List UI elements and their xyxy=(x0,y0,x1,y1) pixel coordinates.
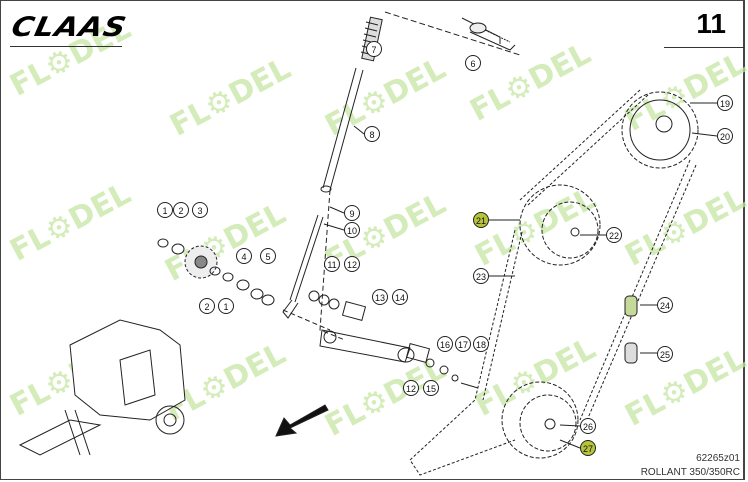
baler-thumbnail xyxy=(18,319,186,456)
part-callout-20[interactable]: 20 xyxy=(717,128,733,144)
part-callout-13[interactable]: 13 xyxy=(372,289,388,305)
part-callout-1[interactable]: 1 xyxy=(218,298,234,314)
part-callout-7[interactable]: 7 xyxy=(366,41,382,57)
part-callout-26[interactable]: 26 xyxy=(580,418,596,434)
model-label: ROLLANT 350/350RC xyxy=(640,467,740,478)
part-callout-21[interactable]: 21 xyxy=(473,212,489,228)
part-callout-1[interactable]: 1 xyxy=(157,202,173,218)
part-callout-14[interactable]: 14 xyxy=(392,289,408,305)
part-callout-23[interactable]: 23 xyxy=(473,268,489,284)
drawing-code: 62265z01 xyxy=(696,453,740,464)
part-callout-16[interactable]: 16 xyxy=(437,336,453,352)
brand-underline xyxy=(10,46,122,47)
part-callout-12[interactable]: 12 xyxy=(403,380,419,396)
part-callout-24[interactable]: 24 xyxy=(657,297,673,313)
part-callout-12[interactable]: 12 xyxy=(344,256,360,272)
part-callout-4[interactable]: 4 xyxy=(236,248,252,264)
part-callout-15[interactable]: 15 xyxy=(423,380,439,396)
part-callout-22[interactable]: 22 xyxy=(606,227,622,243)
page-number: 11 xyxy=(696,8,726,39)
part-callout-9[interactable]: 9 xyxy=(344,205,360,221)
part-callout-2[interactable]: 2 xyxy=(199,298,215,314)
part-callout-19[interactable]: 19 xyxy=(717,95,733,111)
page-number-underline xyxy=(664,47,744,48)
part-callout-25[interactable]: 25 xyxy=(657,346,673,362)
part-callout-5[interactable]: 5 xyxy=(260,248,276,264)
part-callout-10[interactable]: 10 xyxy=(344,222,360,238)
part-callout-3[interactable]: 3 xyxy=(192,202,208,218)
part-callout-17[interactable]: 17 xyxy=(455,336,471,352)
part-callout-8[interactable]: 8 xyxy=(364,126,380,142)
part-callout-6[interactable]: 6 xyxy=(465,55,481,71)
part-callout-18[interactable]: 18 xyxy=(473,336,489,352)
part-callout-27[interactable]: 27 xyxy=(580,440,596,456)
brand-logo: CLAAS xyxy=(8,11,130,44)
part-callout-2[interactable]: 2 xyxy=(173,202,189,218)
part-callout-11[interactable]: 11 xyxy=(324,256,340,272)
